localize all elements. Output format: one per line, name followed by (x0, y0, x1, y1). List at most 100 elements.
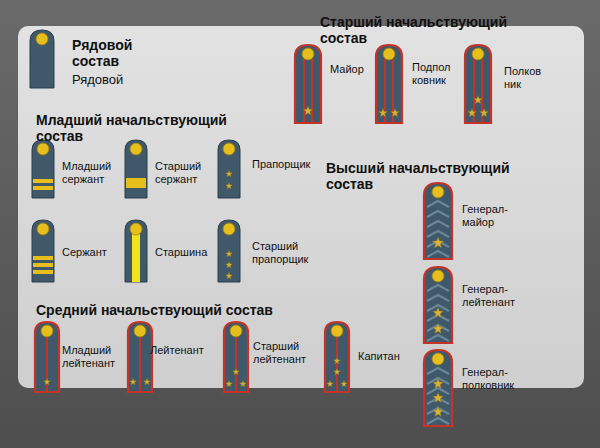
board-body (125, 220, 147, 282)
rank-label: Капитан (358, 350, 400, 363)
rank-label: Полковник (504, 65, 546, 91)
stripe (139, 336, 141, 392)
star (433, 324, 443, 334)
button (223, 143, 235, 155)
rank-label: Старший прапорщик (252, 240, 322, 266)
board-body (424, 267, 452, 343)
star (44, 378, 51, 385)
button (302, 48, 314, 60)
star (233, 368, 240, 375)
star (303, 106, 313, 115)
star (226, 170, 233, 177)
star (433, 308, 443, 318)
board-body (376, 45, 402, 123)
zigzag-pattern (427, 231, 449, 237)
rank-label: Генерал-полковник (462, 366, 522, 392)
shoulder-board (224, 322, 248, 392)
star (433, 379, 443, 389)
stripe (33, 270, 53, 274)
board-body (295, 45, 321, 123)
rank-label: Старший лейтенант (253, 340, 313, 366)
board-body (128, 322, 152, 392)
button (432, 353, 444, 365)
shoulder-board (35, 322, 59, 392)
zigzag-pattern (427, 251, 449, 257)
star (334, 368, 341, 375)
shoulder-board (424, 183, 452, 259)
button (130, 223, 142, 235)
zigzag-pattern (427, 285, 449, 291)
star (379, 108, 388, 116)
shoulder-board (295, 45, 321, 123)
shoulder-board (376, 45, 402, 123)
button (223, 223, 235, 235)
shoulder-board (218, 140, 240, 198)
star (334, 357, 341, 364)
star (433, 393, 443, 403)
star (144, 378, 151, 385)
stripe (33, 186, 53, 190)
rank-label: Майор (330, 63, 364, 76)
star (432, 237, 443, 248)
group-heading: Старший начальствующий состав (320, 14, 520, 46)
shoulder-board (424, 350, 452, 426)
star (341, 380, 348, 387)
board-body (125, 140, 147, 198)
stripe (303, 59, 305, 123)
star (226, 272, 233, 279)
button (331, 325, 343, 337)
shoulder-board (325, 322, 349, 392)
board-body (224, 322, 248, 392)
star (226, 250, 233, 257)
zigzag-pattern (427, 201, 449, 207)
zigzag-pattern (427, 295, 449, 301)
board-body (32, 220, 54, 282)
group-heading: Средний начальствующий состав (36, 302, 273, 318)
shoulder-board (30, 30, 54, 88)
button (230, 325, 242, 337)
board-body (424, 350, 452, 426)
star (474, 95, 483, 103)
rank-label: Генерал-майор (462, 203, 514, 229)
button (432, 270, 444, 282)
star (327, 380, 334, 387)
group-heading: Младший начальствующий состав (36, 112, 236, 144)
zigzag-pattern (427, 368, 449, 374)
shoulder-board (128, 322, 152, 392)
board-body (465, 45, 491, 123)
board-body (218, 140, 240, 198)
rank-label: Младший сержант (62, 160, 118, 186)
stripe (336, 336, 338, 392)
stripe (33, 256, 53, 260)
shoulder-board (125, 220, 147, 282)
rank-label: Сержант (62, 246, 107, 259)
board-body (32, 140, 54, 198)
star (468, 108, 477, 116)
star (240, 380, 247, 387)
board-body (218, 220, 240, 282)
shoulder-board (125, 140, 147, 198)
button (130, 143, 142, 155)
zigzag-pattern (427, 211, 449, 217)
star (226, 380, 233, 387)
rank-label: Прапорщик (252, 158, 310, 171)
board-body (35, 322, 59, 392)
rank-label: Лейтенант (150, 344, 204, 357)
rank-label: Старшина (155, 246, 207, 259)
rank-label: Подполковник (412, 61, 452, 87)
zigzag-pattern (427, 315, 449, 321)
button (472, 48, 484, 60)
button (41, 325, 53, 337)
star (480, 108, 489, 116)
stripe (132, 234, 140, 282)
stripe (33, 263, 53, 267)
star (391, 108, 400, 116)
stripe (235, 336, 237, 392)
shoulder-board (32, 140, 54, 198)
board-body (30, 30, 54, 88)
shoulder-board (32, 220, 54, 282)
star (130, 378, 137, 385)
star (226, 182, 233, 189)
group-heading: Высший начальствующий состав (326, 160, 526, 192)
board-body (325, 322, 349, 392)
